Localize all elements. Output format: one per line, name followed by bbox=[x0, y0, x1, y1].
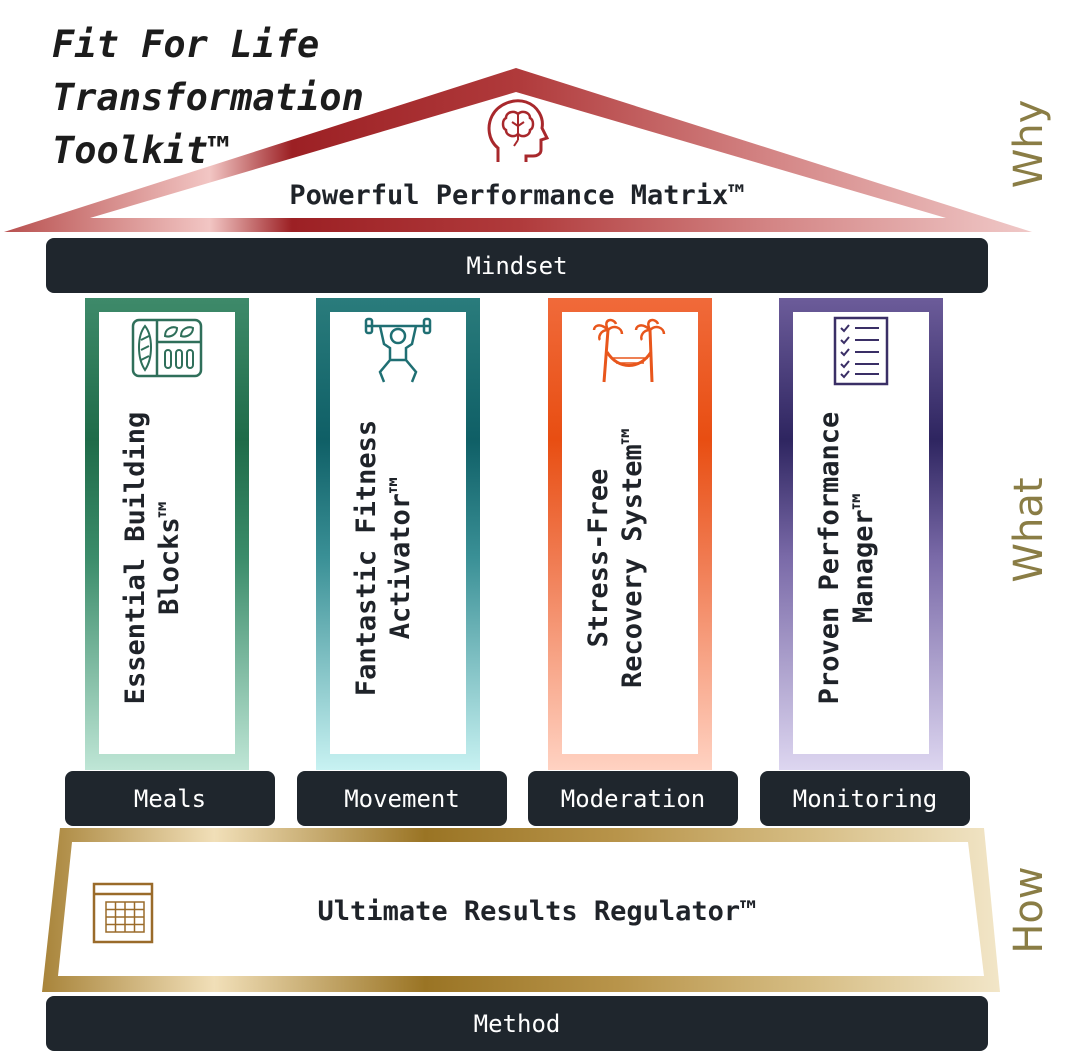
meal-tray-icon bbox=[131, 318, 203, 378]
moderation-bar: Moderation bbox=[528, 771, 738, 826]
weightlifter-icon bbox=[364, 317, 432, 383]
roof bbox=[4, 68, 1032, 232]
pillar-panel bbox=[99, 312, 235, 754]
what-label: What bbox=[1006, 477, 1052, 583]
pillar-panel bbox=[562, 312, 698, 754]
method-bar: Method bbox=[46, 996, 988, 1051]
pillar-panel bbox=[330, 312, 466, 754]
calendar-icon bbox=[92, 882, 154, 944]
mindset-bar: Mindset bbox=[46, 238, 988, 293]
roof-label: Powerful Performance Matrix™ bbox=[289, 180, 745, 211]
hammock-palms-icon bbox=[592, 318, 666, 383]
foundation-label: Ultimate Results Regulator™ bbox=[317, 896, 757, 927]
checklist-icon bbox=[833, 316, 889, 386]
meals-bar: Meals bbox=[65, 771, 275, 826]
movement-bar: Movement bbox=[297, 771, 507, 826]
monitoring-bar: Monitoring bbox=[760, 771, 970, 826]
why-label: Why bbox=[1006, 99, 1052, 189]
brain-head-icon bbox=[487, 99, 550, 162]
pillar-panel bbox=[793, 312, 929, 754]
foundation bbox=[42, 828, 1000, 992]
